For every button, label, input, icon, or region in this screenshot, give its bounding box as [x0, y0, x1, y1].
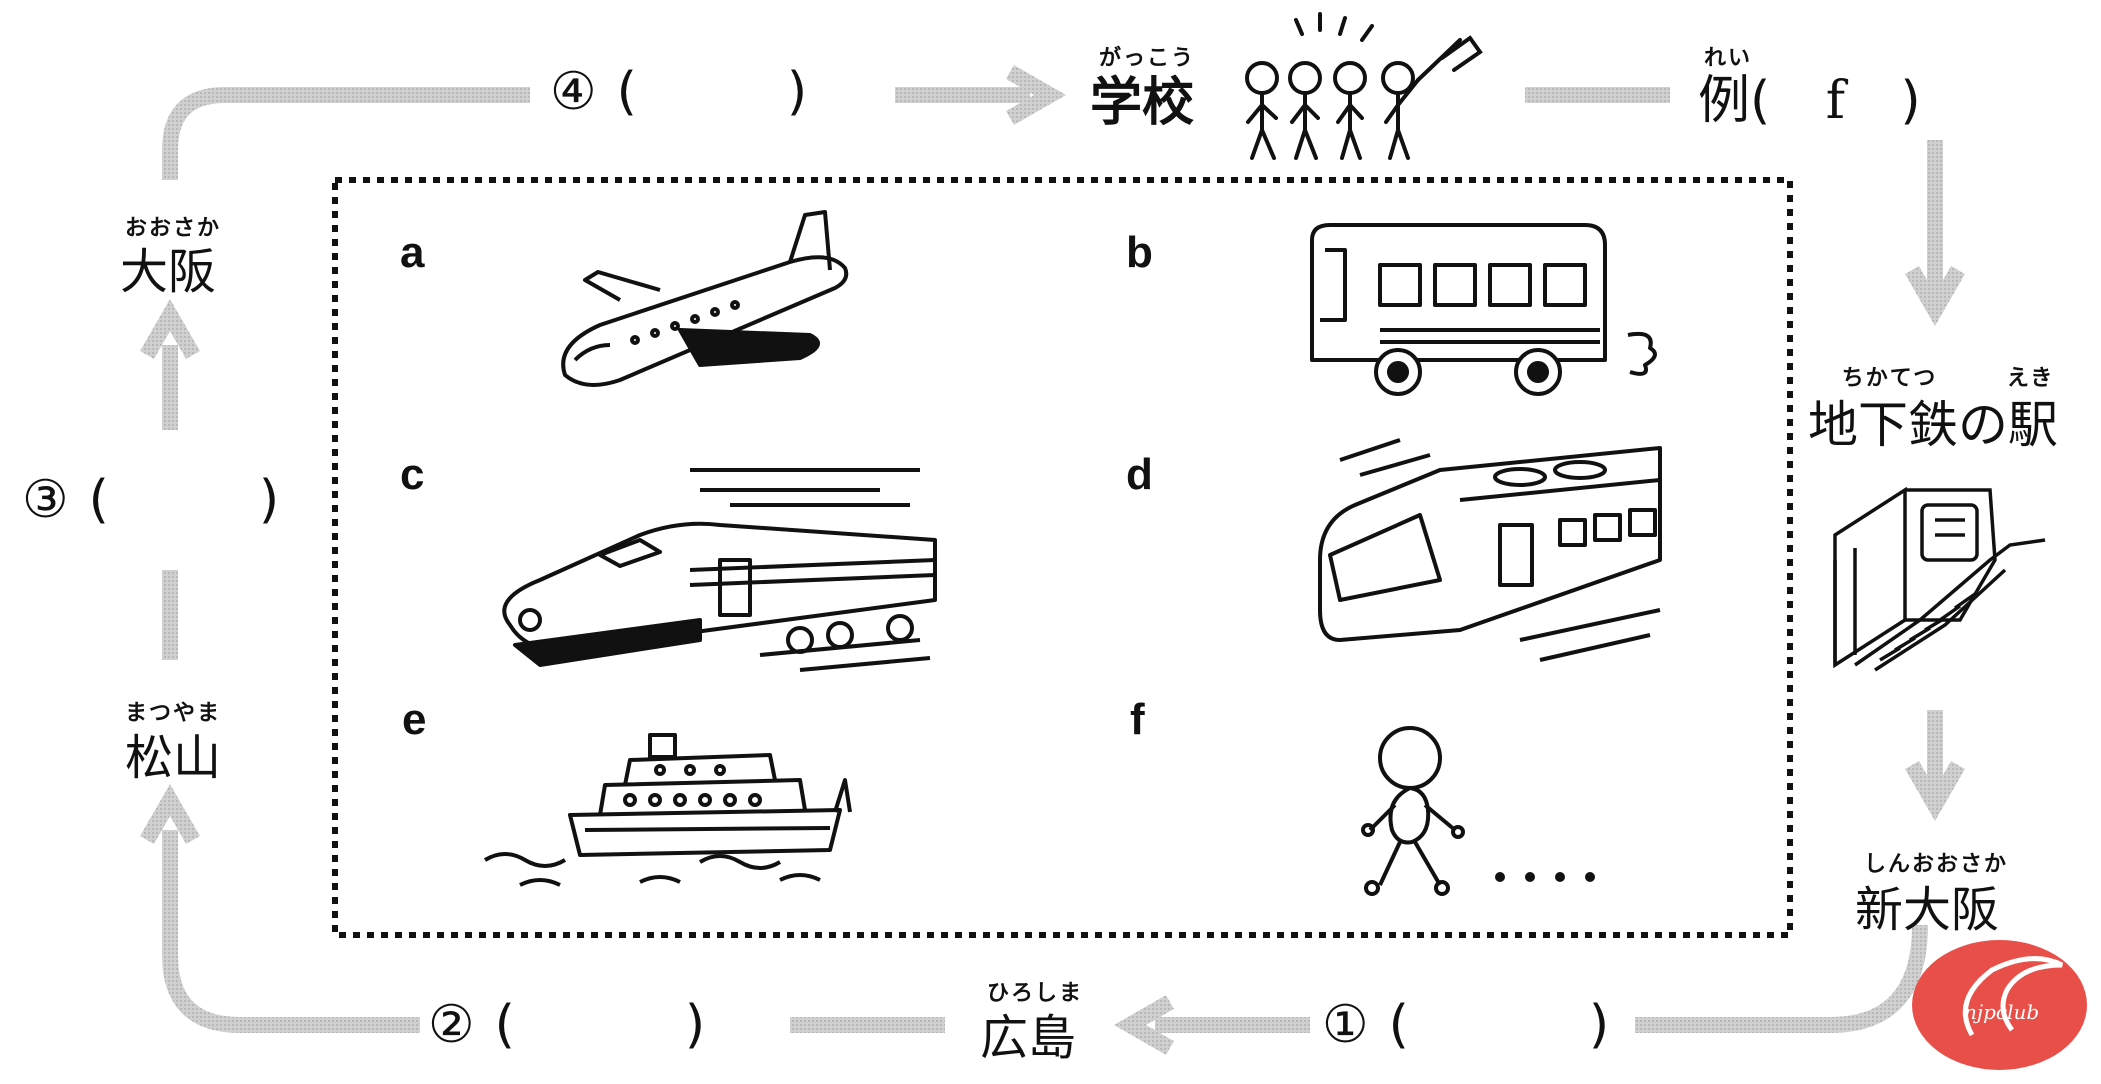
- option-d-letter: d: [1126, 450, 1153, 499]
- school-ruby: がっこう: [1098, 46, 1195, 71]
- watermark-badge: njpclub: [1912, 940, 2087, 1070]
- airplane-icon: [561, 210, 849, 387]
- bus-icon: [1310, 223, 1657, 396]
- bullet-train-icon: [502, 468, 937, 672]
- osaka-ruby: おおさか: [124, 216, 221, 241]
- swan-logo-icon: [1962, 956, 2064, 1037]
- example-ruby: れい: [1703, 46, 1752, 71]
- ferry-icon: [483, 733, 852, 887]
- answer-blank-4: ④(): [550, 62, 808, 122]
- matsuyama-label: 松山: [125, 730, 222, 786]
- example-label: 例: [1698, 71, 1751, 131]
- hiroshima-ruby: ひろしま: [986, 981, 1083, 1006]
- route-line-top-left: [162, 87, 530, 180]
- option-e-letter: e: [402, 695, 427, 744]
- train-icon: [1318, 438, 1662, 662]
- option-c-letter: c: [400, 450, 425, 499]
- shin-osaka-label: 新大阪: [1855, 882, 2000, 938]
- answer-blank-3: ③(): [22, 470, 280, 530]
- matsuyama-ruby: まつやま: [124, 701, 221, 726]
- subway-ruby: ちかてつ えき: [1841, 366, 2055, 391]
- walking-person-icon: [1361, 726, 1465, 896]
- hiroshima-label: 広島: [980, 1010, 1077, 1066]
- option-a-letter: a: [400, 228, 425, 277]
- subway-label: 地下鉄の駅: [1808, 396, 2058, 454]
- answer-blank-1: ①(): [1322, 995, 1610, 1055]
- watermark-text: njpclub: [1964, 1000, 2040, 1024]
- option-f-letter: f: [1130, 695, 1145, 744]
- example-value: f: [1825, 71, 1845, 131]
- school-label: 学校: [1090, 73, 1195, 133]
- answer-blank-2: ②(): [428, 995, 706, 1055]
- osaka-label: 大阪: [120, 244, 217, 300]
- shin-osaka-ruby: しんおおさか: [1863, 852, 2008, 877]
- example-answer: 例(f): [1698, 71, 1921, 131]
- option-b-letter: b: [1126, 228, 1153, 277]
